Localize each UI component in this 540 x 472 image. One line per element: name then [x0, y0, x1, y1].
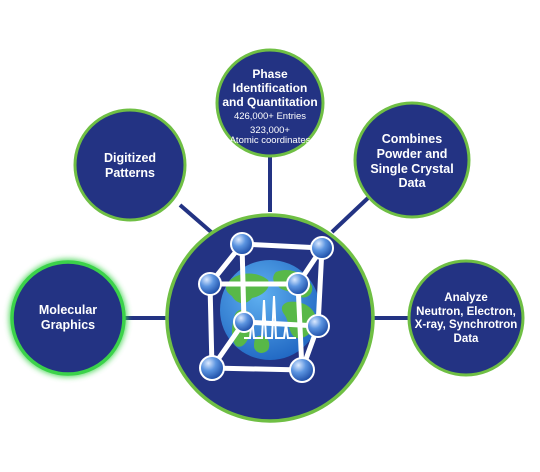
atom	[233, 311, 255, 333]
connector-combines	[330, 196, 370, 234]
atom	[286, 272, 310, 296]
node-analyze[interactable]	[407, 259, 525, 377]
atom	[199, 355, 225, 381]
node-phase[interactable]	[215, 48, 325, 158]
atom	[306, 314, 330, 338]
atom	[289, 357, 315, 383]
node-digitized[interactable]	[73, 108, 187, 222]
atom	[198, 272, 222, 296]
node-combines[interactable]	[353, 101, 471, 219]
node-molecular[interactable]	[9, 259, 127, 377]
atom	[230, 232, 254, 256]
atom	[310, 236, 334, 260]
globe-crystal-lattice-icon	[198, 232, 334, 383]
